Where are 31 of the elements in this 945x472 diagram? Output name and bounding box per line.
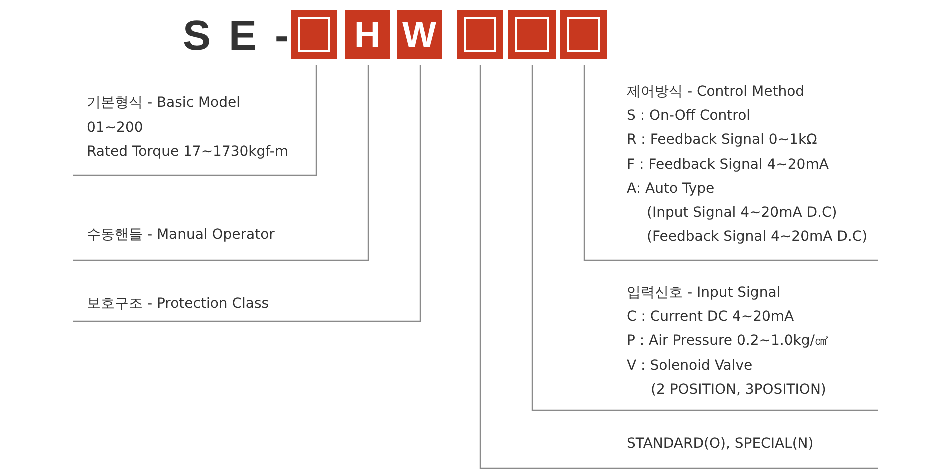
option-text: 01~200 <box>87 118 144 136</box>
option-text: (Feedback Signal 4~20mA D.C) <box>647 228 868 246</box>
option-heading: STANDARD(O), SPECIAL(N) <box>627 435 814 453</box>
option-text: S : On-Off Control <box>627 107 751 126</box>
option-text: F : Feedback Signal 4~20mA <box>627 156 829 174</box>
leader-line <box>480 65 878 470</box>
code-box <box>291 10 337 59</box>
option-text: R : Feedback Signal 0~1kΩ <box>627 131 818 150</box>
option-text: P : Air Pressure 0.2~1.0kg/㎠ <box>627 332 829 350</box>
leader-line <box>584 65 878 262</box>
model-code-prefix: SE- <box>183 12 308 60</box>
leader-line <box>73 65 422 322</box>
option-heading: 보호구조 - Protection Class <box>87 295 270 313</box>
option-text: (2 POSITION, 3POSITION) <box>651 380 826 399</box>
leader-line <box>73 65 318 176</box>
code-box <box>457 10 503 59</box>
option-text: Rated Torque 17~1730kgf-m <box>87 143 289 161</box>
option-heading: 제어방식 - Control Method <box>627 83 805 101</box>
option-heading: 입력신호 - Input Signal <box>627 284 781 302</box>
option-text: A: Auto Type <box>627 180 715 198</box>
option-text: (Input Signal 4~20mA D.C) <box>647 204 838 222</box>
code-box <box>560 10 607 59</box>
option-text: C : Current DC 4~20mA <box>627 308 794 326</box>
option-text: V : Solenoid Valve <box>627 356 753 375</box>
option-heading: 수동핸들 - Manual Operator <box>87 226 275 244</box>
code-box <box>508 10 556 59</box>
leader-line <box>73 65 370 262</box>
code-box: W <box>397 10 442 59</box>
code-box: H <box>345 10 390 59</box>
leader-line <box>532 65 878 412</box>
option-heading: 기본형식 - Basic Model <box>87 94 241 112</box>
